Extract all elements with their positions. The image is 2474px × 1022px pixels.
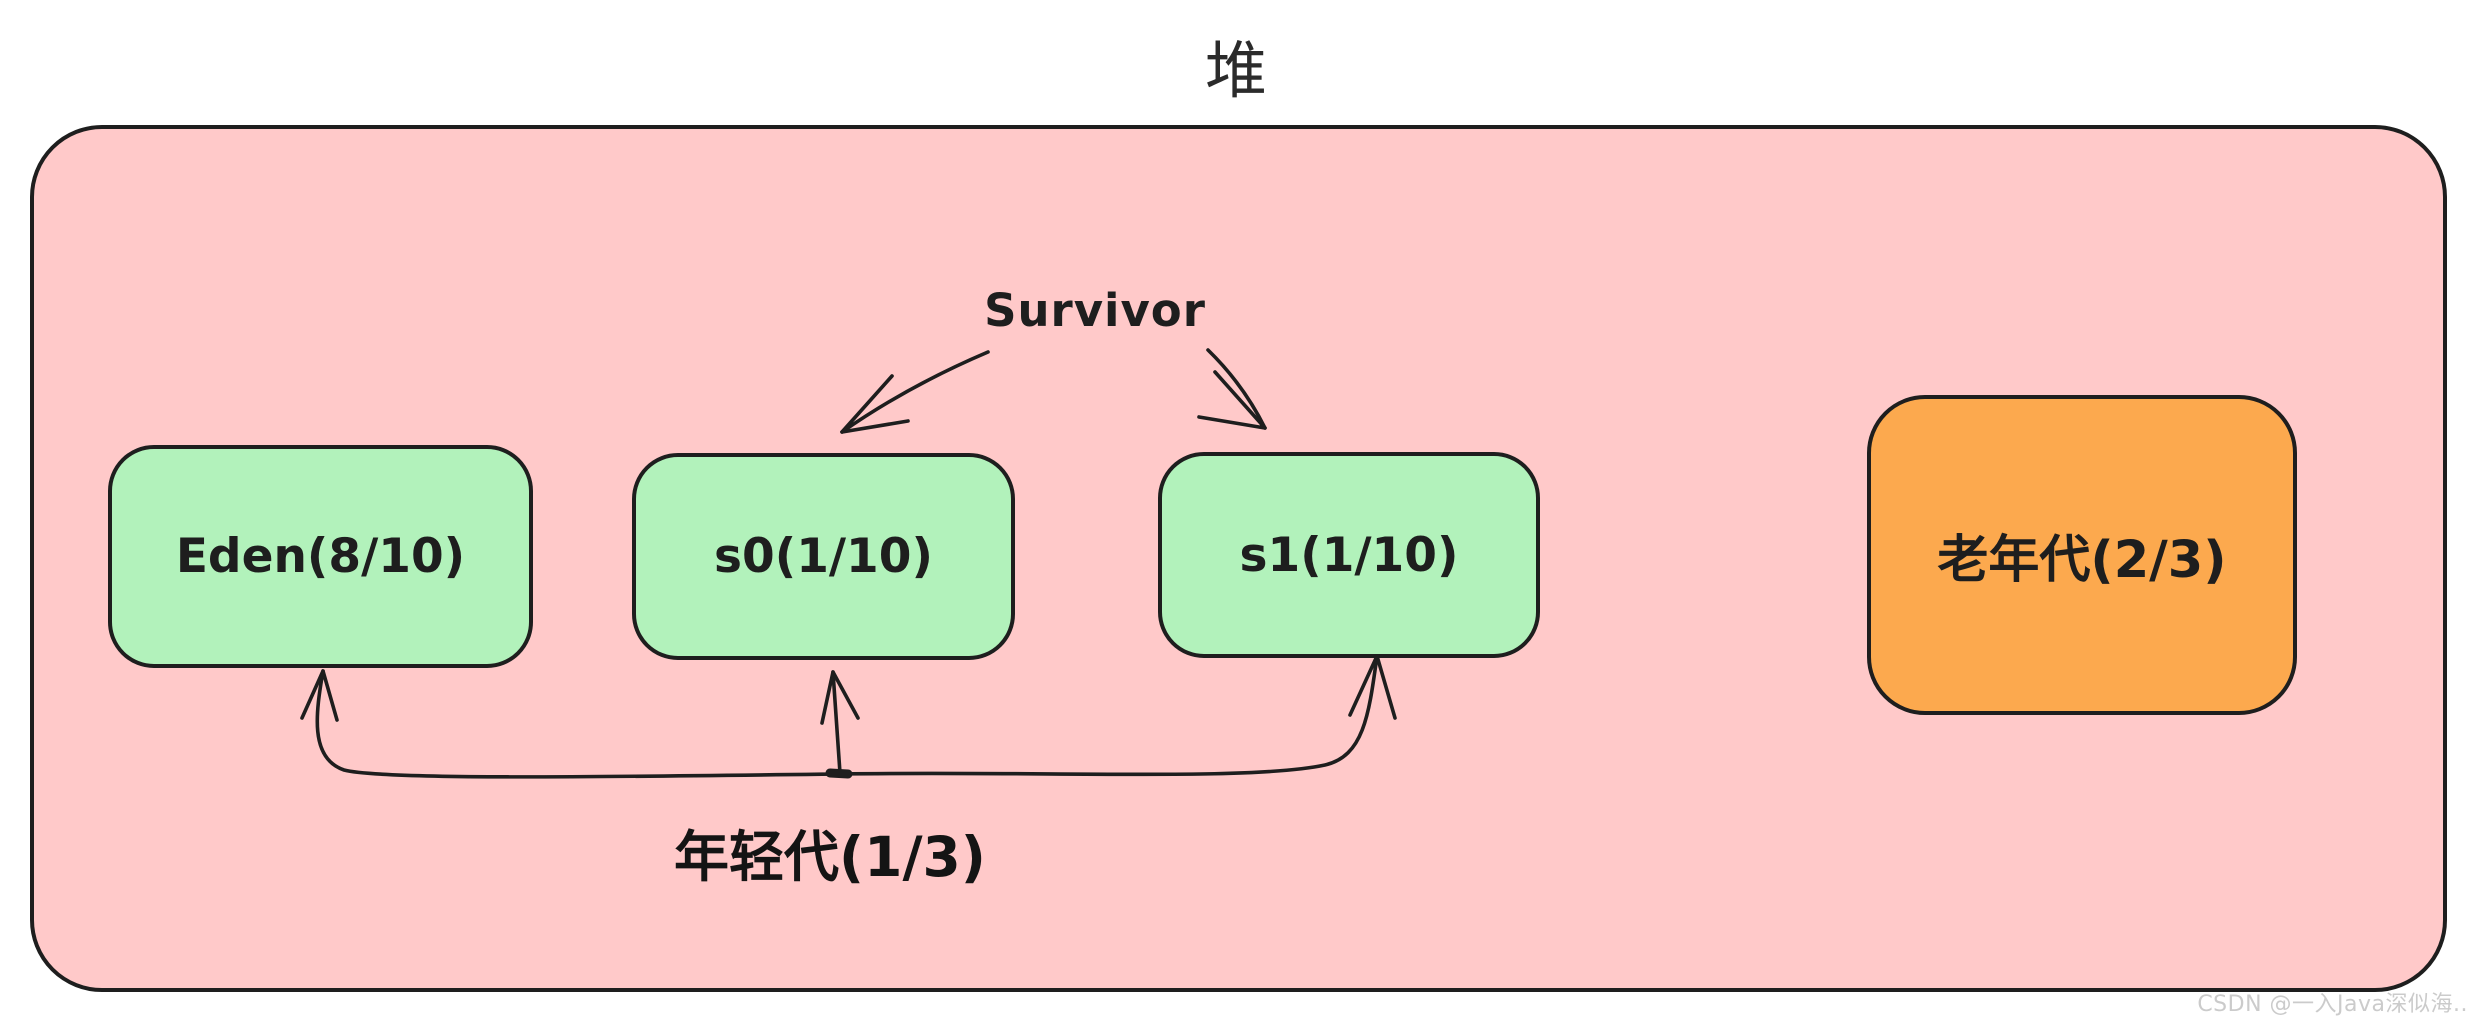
- s1-box: s1(1/10): [1158, 452, 1540, 658]
- survivor-label: Survivor: [984, 284, 1206, 337]
- s1-box-label: s1(1/10): [1239, 527, 1459, 583]
- s0-box: s0(1/10): [632, 453, 1015, 660]
- diagram-title: 堆: [1204, 34, 1269, 107]
- eden-box-label: Eden(8/10): [175, 529, 466, 584]
- old-generation-box-label: 老年代(2/3): [1937, 531, 2227, 590]
- csdn-watermark: CSDN @一入Java深似海..: [2197, 992, 2468, 1017]
- old-generation-box: 老年代(2/3): [1867, 395, 2297, 715]
- eden-box: Eden(8/10): [108, 445, 533, 668]
- young-generation-label: 年轻代(1/3): [674, 825, 986, 889]
- s0-box-label: s0(1/10): [714, 529, 933, 584]
